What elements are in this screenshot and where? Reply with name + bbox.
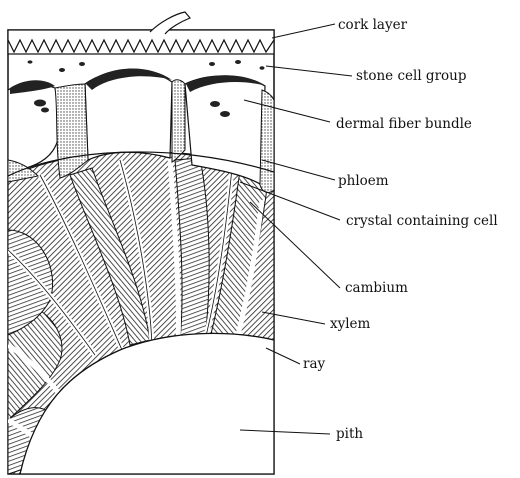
label-crystal-containing-cell: crystal containing cell (346, 213, 498, 229)
label-cork-layer: cork layer (338, 17, 408, 33)
label-stone-cell-group: stone cell group (356, 68, 467, 84)
label-pith: pith (336, 426, 363, 442)
label-xylem: xylem (330, 316, 371, 332)
label-phloem: phloem (338, 173, 389, 189)
label-dermal-fiber-bundle: dermal fiber bundle (336, 116, 472, 132)
label-ray: ray (303, 356, 326, 372)
cork-layer-band (8, 12, 274, 54)
label-cambium: cambium (345, 280, 408, 296)
label-group: cork layer stone cell group dermal fiber… (303, 17, 498, 442)
